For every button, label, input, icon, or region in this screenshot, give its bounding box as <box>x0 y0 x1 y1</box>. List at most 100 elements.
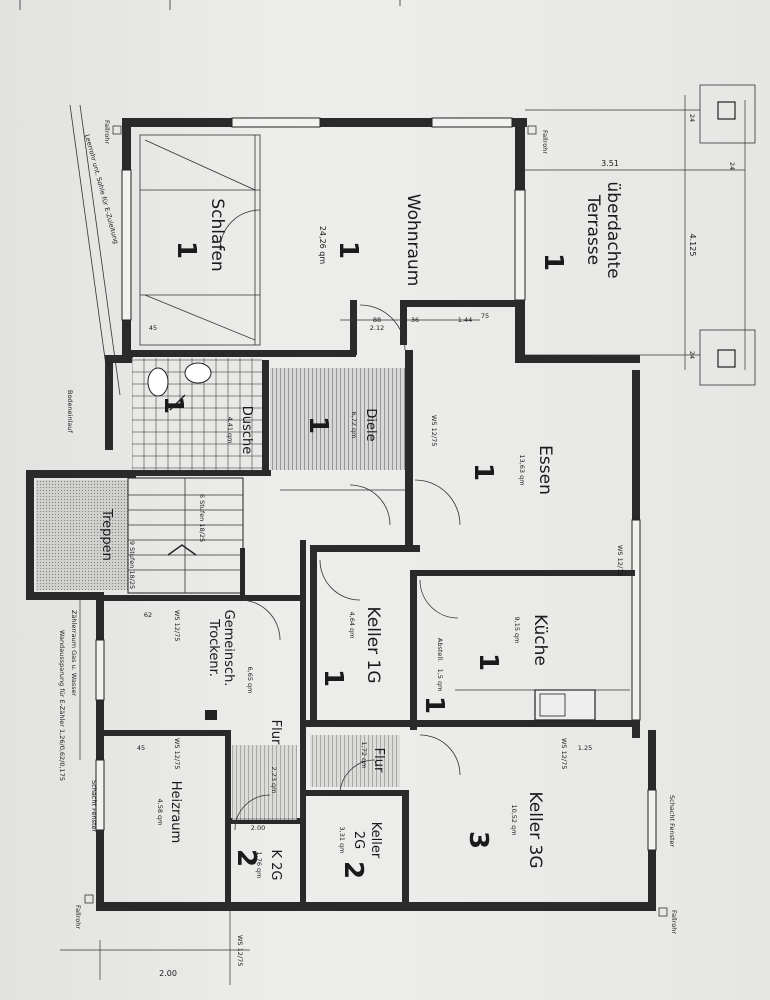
terrasse-name2: Terrasse <box>583 194 603 265</box>
door-swings <box>219 209 461 831</box>
room-essen-num: 1 <box>468 463 498 481</box>
terrace-frame <box>525 84 756 386</box>
room-wohnraum-area: 24,26 qm <box>318 226 327 265</box>
room-keller2g-name: Keller <box>368 822 383 859</box>
dim-terrace-depth: 4.125 <box>688 234 697 257</box>
room-schlafen-num: 1 <box>171 241 201 259</box>
room-keller1-area: 4,64 qm <box>348 612 356 639</box>
room-heizraum-name: Heizraum <box>168 781 183 843</box>
room-trocken-area: 6,65 qm <box>246 667 254 694</box>
ws-label-3: WS 12/75 <box>173 610 181 641</box>
room-trocken-name2: Trockenr. <box>206 618 221 677</box>
dim-24a: 24 <box>688 114 696 122</box>
schacht-label-1: Schacht Fenster <box>668 795 676 848</box>
ws-label-1: WS 12/75 <box>430 415 438 446</box>
fallrohr-marker <box>527 125 537 135</box>
room-kueche-name: Küche <box>530 614 550 666</box>
dim-144: 1.44 <box>458 316 472 324</box>
terrasse-name1: überdachte <box>603 181 623 278</box>
room-abstell-name: Abstell. <box>436 638 444 662</box>
dim-212: 2.12 <box>370 324 384 332</box>
interior-walls <box>104 300 635 910</box>
room-dusche-num: 1 <box>158 396 188 414</box>
bodeneinlauf-label: Bodeneinlauf <box>66 390 74 434</box>
room-heizraum-area: 4,58 qm <box>156 799 164 826</box>
schacht-label-2: Schacht Fenster <box>90 780 98 833</box>
room-flur-name: Flur <box>268 720 283 745</box>
room-keller3g-name: Keller 3G <box>525 791 545 868</box>
room-diele-area: 6,72 qm <box>350 412 358 439</box>
leerrohr-label: Leerrohr unt. Sohle für E-Zuleitung <box>83 133 120 244</box>
outer-walls <box>26 117 657 911</box>
room-trocken-name1: Gemeinsch. <box>221 610 236 687</box>
dim-88: 88 <box>373 316 381 324</box>
fallrohr-marker <box>84 894 94 904</box>
dim-24c: 24 <box>688 351 696 359</box>
dim-200: 2.00 <box>251 824 265 832</box>
dim-36: 36 <box>411 316 419 324</box>
fallrohr-label-2: Fallrohr <box>670 910 678 934</box>
room-keller3g-area: 10,52 qm <box>510 804 518 835</box>
room-abstell-num: 1 <box>419 696 449 714</box>
dim-62: 62 <box>144 611 152 619</box>
room-keller2g-area: 3,31 qm <box>338 827 346 854</box>
kitchen-sink <box>455 689 630 721</box>
top-ticks <box>19 0 401 10</box>
wardrobe-lines <box>139 134 261 346</box>
meter-box <box>205 710 217 720</box>
room-keller1-num: 1 <box>318 669 348 687</box>
fallrohr-marker <box>658 907 668 917</box>
flur-small-floor <box>310 735 400 787</box>
staircase <box>127 477 244 594</box>
room-flur-small-name: Flur <box>371 748 386 773</box>
room-keller2g-name2: 2G <box>351 831 366 849</box>
dim-terrace-width: 3.51 <box>601 159 619 168</box>
annotation-lines <box>60 104 480 985</box>
room-diele-num: 1 <box>303 416 333 434</box>
room-kueche-num: 1 <box>473 653 503 671</box>
ws-label-4: WS 12/75 <box>173 738 181 769</box>
room-k2g-area: 1,76 qm <box>255 852 263 879</box>
room-flur-small-area: 1,72 qm <box>360 742 368 769</box>
room-kueche-area: 9,15 qm <box>513 617 521 644</box>
terrasse-num: 1 <box>538 253 568 271</box>
room-dusche-area: 4,41 qm <box>226 417 234 444</box>
room-k2g-name: K 2G <box>268 849 283 880</box>
fallrohr-label-3: Fallrohr <box>74 905 82 929</box>
room-k2g-num: 2 <box>231 849 261 867</box>
room-flur-area: 2,23 qm <box>270 767 278 794</box>
room-abstell-area: 1,5 qm <box>436 669 444 692</box>
room-keller2g-num: 2 <box>338 861 368 879</box>
dim-45a: 45 <box>149 324 157 332</box>
room-wohnraum-name: Wohnraum <box>403 194 423 287</box>
room-essen-area: 13,63 qm <box>518 454 526 485</box>
room-essen-name: Essen <box>535 445 555 495</box>
ws-label-6: WS 12/75 <box>236 935 244 966</box>
treppen-name: Treppen <box>99 508 114 561</box>
dim-bottom: 2.00 <box>159 969 177 978</box>
ws-label-5: WS 12/75 <box>560 738 568 769</box>
fallrohr-marker <box>112 125 122 135</box>
dim-45b: 45 <box>137 744 145 752</box>
ws-label-2: WS 12/75 <box>616 545 624 576</box>
room-keller3g-num: 3 <box>463 831 493 849</box>
room-schlafen-name: Schlafen <box>207 198 227 271</box>
bathroom-fixtures <box>147 362 212 411</box>
dim-75: 75 <box>481 312 489 320</box>
room-diele-name: Diele <box>363 408 378 441</box>
fallrohr-label-4: Fallrohr <box>103 120 111 144</box>
dim-125: 1.25 <box>578 744 592 752</box>
stairs-b-label: 9 Stufen 18/25 <box>128 541 136 589</box>
zaehler-label: Zählerraum Gas u. Wasser <box>70 610 78 697</box>
mauer-label: Wandaussparung für E-Zähler 1,26/0,62/0,… <box>58 630 66 781</box>
fallrohr-label-1: Fallrohr <box>541 130 549 154</box>
room-dusche-name: Dusche <box>239 406 254 454</box>
treppen-floor <box>36 480 128 590</box>
diele-floor <box>270 368 405 470</box>
stairs-a-label: 6 Stufen 18/25 <box>198 494 206 542</box>
dim-24b: 24 <box>728 162 736 170</box>
room-keller1-name: Keller 1G <box>363 606 383 683</box>
room-wohnraum-num: 1 <box>333 241 363 259</box>
